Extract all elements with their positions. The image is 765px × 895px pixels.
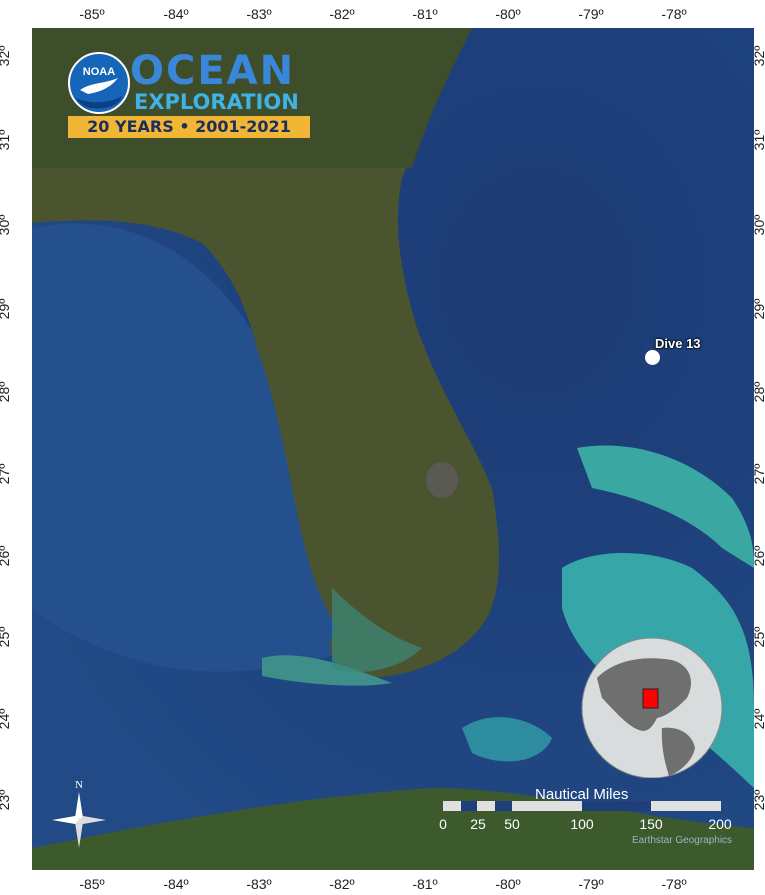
lat-label-left: 32º [0,45,12,67]
noaa-badge-text: NOAA [82,66,116,78]
lat-label-left: 29º [0,298,12,320]
noaa-ocean-exploration-logo: NOAA OCEAN EXPLORATION 20 YEARS • 2001-2… [68,48,313,140]
lat-label-right: 27º [751,463,765,485]
satellite-basemap [32,28,754,870]
cay-sal-bank [462,717,552,762]
lat-label-left: 25º [0,626,12,648]
lon-label-top: -84º [163,6,189,22]
lat-label-right: 31º [751,129,765,151]
scale-label: 50 [504,816,520,832]
lon-label-top: -85º [79,6,105,22]
map-frame[interactable] [32,28,754,870]
lat-label-left: 24º [0,708,12,730]
dive-marker[interactable] [645,350,660,365]
scale-label: 0 [439,816,447,832]
logo-title: OCEAN [130,48,296,94]
lat-label-right: 29º [751,298,765,320]
scale-label: 150 [639,816,663,832]
lat-label-right: 28º [751,381,765,403]
scale-title: Nautical Miles [535,786,629,803]
lon-label-top: -80º [495,6,521,22]
scale-label: 25 [470,816,486,832]
south-america-shape [661,727,695,776]
lon-label-bottom: -79º [578,876,604,892]
lat-label-right: 24º [751,708,765,730]
lon-label-top: -82º [329,6,355,22]
lat-label-right: 26º [751,545,765,567]
lat-label-left: 31º [0,129,12,151]
lat-label-right: 32º [751,45,765,67]
lon-label-bottom: -82º [329,876,355,892]
logo-subtitle: EXPLORATION [134,90,299,114]
lon-label-top: -83º [246,6,272,22]
lon-label-bottom: -80º [495,876,521,892]
scale-bar [443,801,721,811]
locator-globe [581,638,723,778]
scale-label: 200 [708,816,732,832]
little-bahama-bank [577,445,754,568]
lon-label-bottom: -83º [246,876,272,892]
gulf-of-mexico [32,223,392,672]
lat-label-right: 30º [751,214,765,236]
florida-keys [262,655,392,686]
lon-label-bottom: -78º [661,876,687,892]
scale-label: 100 [570,816,594,832]
lat-label-left: 27º [0,463,12,485]
lon-label-top: -78º [661,6,687,22]
imagery-credit: Earthstar Geographics [632,835,733,846]
noaa-emblem: NOAA [68,52,130,114]
lon-label-bottom: -85º [79,876,105,892]
lat-label-right: 25º [751,626,765,648]
florida-landmass [32,28,499,678]
lat-label-left: 30º [0,214,12,236]
seabird-icon [76,78,122,109]
lat-label-left: 26º [0,545,12,567]
dive-label: Dive 13 [655,336,701,351]
logo-banner: 20 YEARS • 2001-2021 [68,116,310,138]
lon-label-top: -79º [578,6,604,22]
inset-area-box [642,688,659,709]
lon-label-bottom: -81º [412,876,438,892]
lat-label-right: 23º [751,789,765,811]
lake-okeechobee [426,462,458,498]
lat-label-left: 23º [0,789,12,811]
north-arrow-icon: N [52,779,106,848]
lon-label-top: -81º [412,6,438,22]
north-label: N [75,779,83,791]
lon-label-bottom: -84º [163,876,189,892]
lat-label-left: 28º [0,381,12,403]
